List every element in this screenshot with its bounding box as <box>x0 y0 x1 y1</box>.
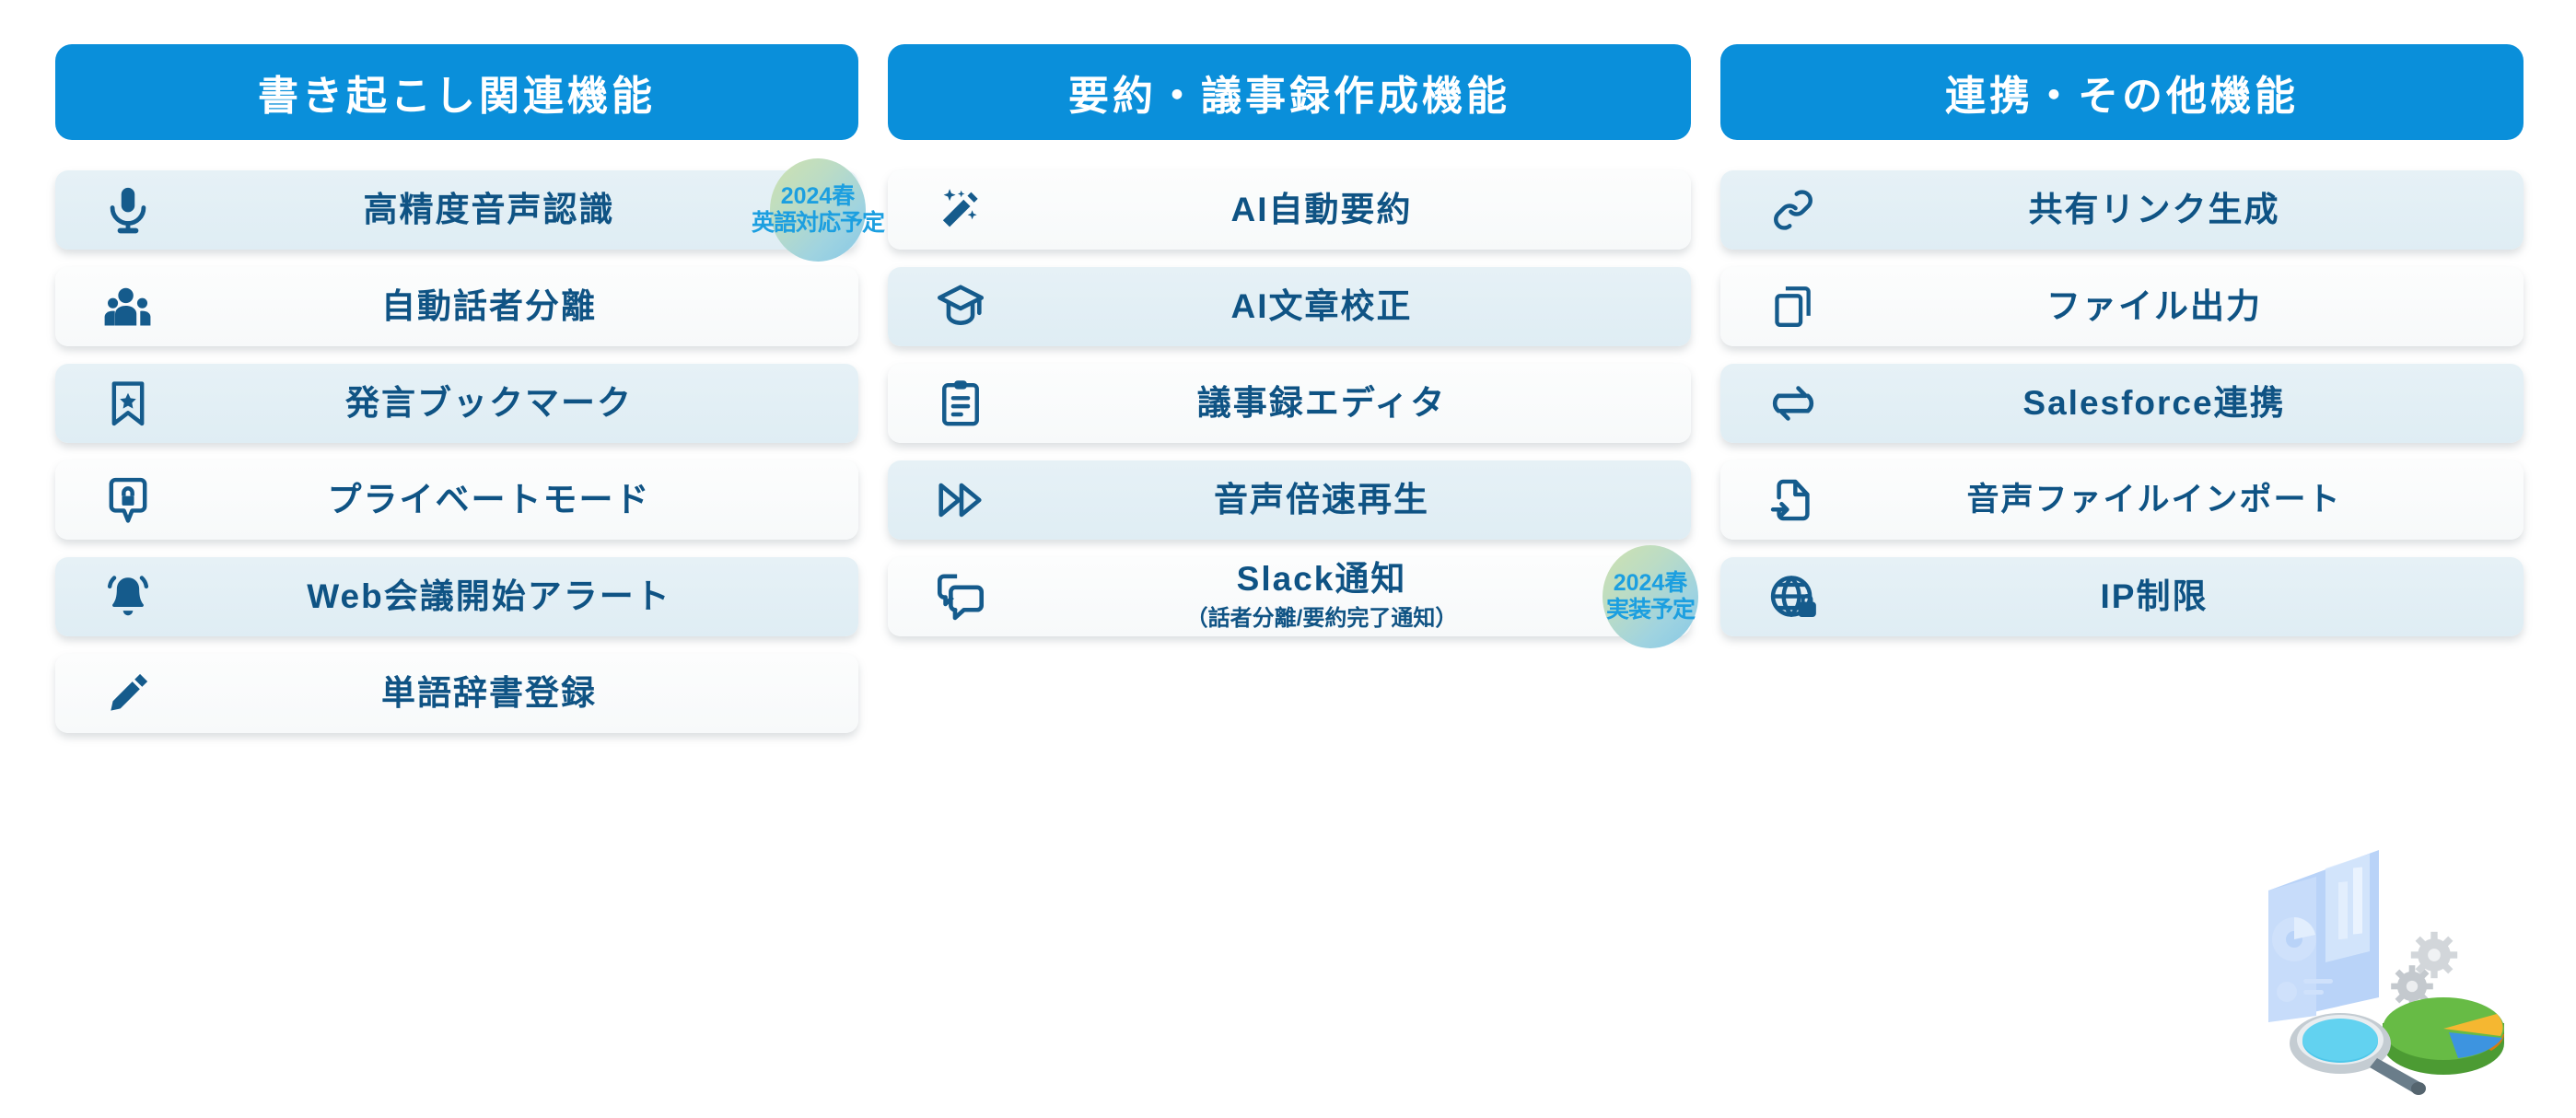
feature-label: 単語辞書登録 <box>381 673 597 712</box>
feature-label: 議事録エディタ <box>1196 383 1447 422</box>
copy-files-icon <box>1759 273 1827 341</box>
feature-label: 音声ファイルインポート <box>1966 481 2342 518</box>
column-header-transcription: 書き起こし関連機能 <box>55 44 858 140</box>
feature-card-word-dictionary[interactable]: 単語辞書登録 <box>55 654 858 733</box>
graduation-cap-icon <box>927 273 995 341</box>
feature-card-speech-recognition[interactable]: 高精度音声認識 2024春 英語対応予定 <box>55 158 885 262</box>
feature-card-text: Salesforce連携 <box>1827 383 2524 422</box>
feature-label: 音声倍速再生 <box>1214 480 1429 518</box>
feature-card-text: 音声倍速再生 <box>995 480 1691 518</box>
pencil-icon <box>94 659 162 728</box>
magic-wand-icon <box>927 176 995 244</box>
feature-card-audio-import[interactable]: 音声ファイルインポート <box>1720 460 2524 540</box>
feature-label: 発言ブックマーク <box>345 383 633 422</box>
column-header-integration: 連携・その他機能 <box>1720 44 2524 140</box>
feature-card-ai-summary[interactable]: AI自動要約 <box>888 170 1691 250</box>
badge-line-1: 2024春 <box>1613 569 1688 596</box>
feature-label: プライベートモード <box>327 480 651 518</box>
feature-card-ip-restriction[interactable]: IP制限 <box>1720 557 2524 636</box>
pie-chart <box>2383 997 2504 1075</box>
column-header-summary: 要約・議事録作成機能 <box>888 44 1691 140</box>
feature-card-speaker-diarization[interactable]: 自動話者分離 <box>55 267 858 346</box>
status-badge-english-support: 2024春 英語対応予定 <box>752 158 885 262</box>
lock-shield-icon <box>94 466 162 534</box>
feature-label: IP制限 <box>2100 576 2209 615</box>
feature-card-text: Web会議開始アラート <box>162 576 858 615</box>
feature-card-bookmark[interactable]: 発言ブックマーク <box>55 364 858 443</box>
feature-card-ai-proofreading[interactable]: AI文章校正 <box>888 267 1691 346</box>
feature-label: Slack通知 <box>1236 560 1407 599</box>
feature-card-text: AI文章校正 <box>995 286 1691 325</box>
feature-card-share-link[interactable]: 共有リンク生成 <box>1720 170 2524 250</box>
magnifying-glass <box>2290 1013 2426 1095</box>
badge-line-2: 英語対応予定 <box>752 210 885 236</box>
feature-label: Web会議開始アラート <box>307 576 671 615</box>
feature-card-text: 高精度音声認識 <box>162 192 858 228</box>
feature-card-text: IP制限 <box>1827 576 2524 615</box>
feature-card-text: 発言ブックマーク <box>162 383 858 422</box>
badge-line-2: 実装予定 <box>1605 597 1696 623</box>
gears <box>2391 931 2458 1007</box>
feature-sublabel: （話者分離/要約完了通知） <box>1185 605 1458 631</box>
file-import-icon <box>1759 466 1827 534</box>
feature-card-private-mode[interactable]: プライベートモード <box>55 460 858 540</box>
feature-card-slack-notification[interactable]: Slack通知 （話者分離/要約完了通知） 2024春 実装予定 <box>888 545 1698 648</box>
feature-card-text: プライベートモード <box>162 480 858 518</box>
globe-lock-icon <box>1759 563 1827 631</box>
feature-card-salesforce[interactable]: Salesforce連携 <box>1720 364 2524 443</box>
status-badge-slack-release: 2024春 実装予定 <box>1603 545 1698 648</box>
feature-card-meeting-alert[interactable]: Web会議開始アラート <box>55 557 858 636</box>
feature-card-list-transcription: 高精度音声認識 2024春 英語対応予定 <box>55 158 885 733</box>
feature-card-text: ファイル出力 <box>1827 286 2524 325</box>
feature-card-file-export[interactable]: ファイル出力 <box>1720 267 2524 346</box>
sync-arrows-icon <box>1759 369 1827 437</box>
isometric-analytics-illustration <box>2261 833 2556 1110</box>
feature-column-transcription: 書き起こし関連機能 高精度音声認識 <box>55 44 885 733</box>
feature-label: 自動話者分離 <box>381 286 597 325</box>
feature-card-playback-speed[interactable]: 音声倍速再生 <box>888 460 1691 540</box>
feature-column-integration: 連携・その他機能 共有リンク生成 <box>1720 44 2524 733</box>
feature-label: AI文章校正 <box>1230 286 1413 325</box>
clipboard-list-icon <box>927 369 995 437</box>
feature-columns: 書き起こし関連機能 高精度音声認識 <box>55 44 2524 733</box>
chat-bubbles-icon <box>927 563 995 631</box>
feature-card-text: 自動話者分離 <box>162 286 858 325</box>
feature-card-text: 音声ファイルインポート <box>1827 483 2524 518</box>
bookmark-star-icon <box>94 369 162 437</box>
feature-card-text: 単語辞書登録 <box>162 673 858 712</box>
feature-card-minutes-editor[interactable]: 議事録エディタ <box>888 364 1691 443</box>
people-group-icon <box>94 273 162 341</box>
feature-card-text: Slack通知 （話者分離/要約完了通知） <box>995 560 1691 632</box>
feature-card-text: 議事録エディタ <box>995 383 1691 422</box>
microphone-icon <box>94 176 162 244</box>
feature-card-list-integration: 共有リンク生成 ファイル出力 <box>1720 170 2524 636</box>
feature-card-list-summary: AI自動要約 AI文章校正 <box>888 170 1698 648</box>
feature-card-text: AI自動要約 <box>995 192 1691 228</box>
feature-label: AI自動要約 <box>1230 190 1413 228</box>
fast-forward-icon <box>927 466 995 534</box>
feature-column-summary: 要約・議事録作成機能 AI自動要約 <box>888 44 1698 733</box>
dashboard-panel <box>2268 850 2379 1022</box>
feature-label: 共有リンク生成 <box>2028 190 2280 228</box>
badge-line-1: 2024春 <box>780 182 856 209</box>
feature-label: ファイル出力 <box>2046 286 2262 325</box>
feature-card-text: 共有リンク生成 <box>1827 192 2524 228</box>
feature-label: Salesforce連携 <box>2022 383 2286 422</box>
link-chain-icon <box>1759 176 1827 244</box>
bell-icon <box>94 563 162 631</box>
feature-label: 高精度音声認識 <box>363 190 615 228</box>
